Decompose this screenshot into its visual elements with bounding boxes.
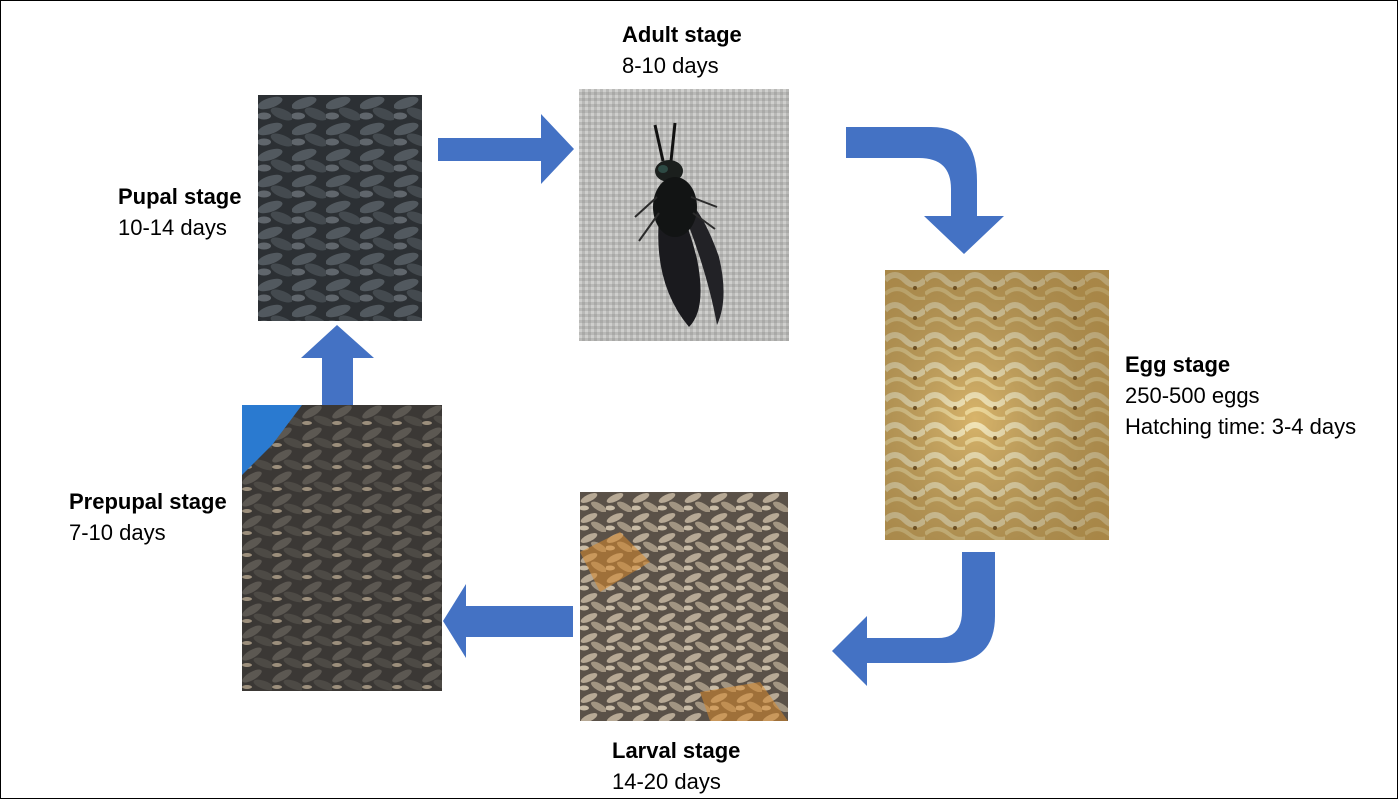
arrow-egg-to-larval xyxy=(832,552,995,686)
arrow-adult-to-egg xyxy=(846,127,1004,254)
label-egg-stage: Egg stage 250-500 eggs Hatching time: 3-… xyxy=(1125,349,1356,442)
pupae-photo xyxy=(258,95,422,321)
stage-name: Adult stage xyxy=(622,19,742,50)
stage-duration: 14-20 days xyxy=(612,766,740,797)
arrow-pupal-to-adult xyxy=(438,114,574,184)
label-prepupal-stage: Prepupal stage 7-10 days xyxy=(69,486,227,548)
label-pupal-stage: Pupal stage 10-14 days xyxy=(118,181,241,243)
stage-duration: 7-10 days xyxy=(69,517,227,548)
prepupae-photo xyxy=(242,405,442,691)
label-larval-stage: Larval stage 14-20 days xyxy=(612,735,740,797)
fly-photo xyxy=(579,89,789,341)
stage-name: Egg stage xyxy=(1125,349,1356,380)
stage-duration: 10-14 days xyxy=(118,212,241,243)
arrow-prepupal-to-pupal xyxy=(301,325,374,405)
larvae-photo xyxy=(580,492,788,721)
stage-hatching-time: Hatching time: 3-4 days xyxy=(1125,411,1356,442)
stage-egg-count: 250-500 eggs xyxy=(1125,380,1356,411)
label-adult-stage: Adult stage 8-10 days xyxy=(622,19,742,81)
arrow-larval-to-prepupal xyxy=(443,584,573,658)
stage-name: Pupal stage xyxy=(118,181,241,212)
stage-name: Prepupal stage xyxy=(69,486,227,517)
stage-name: Larval stage xyxy=(612,735,740,766)
egg-mass-photo xyxy=(885,270,1109,540)
stage-duration: 8-10 days xyxy=(622,50,742,81)
